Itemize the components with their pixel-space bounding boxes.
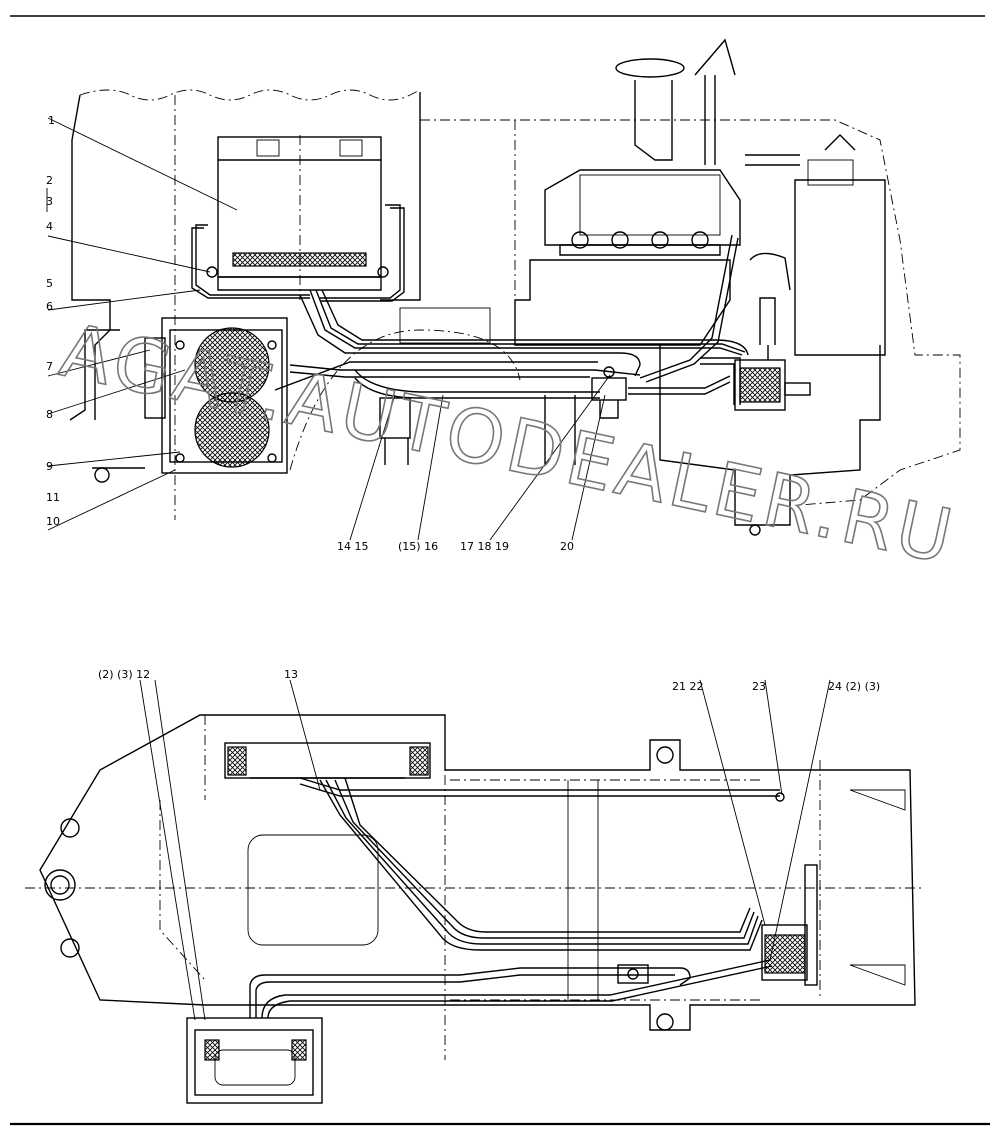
plan-view — [25, 679, 925, 1104]
callout-17-18-19: 17 18 19 — [460, 540, 509, 553]
callout-4: 4 — [46, 220, 53, 233]
hose-bundle-bottom — [249, 777, 780, 1019]
callout-2-3-12: (2) (3) 12 — [98, 668, 150, 681]
callout-21-22: 21 22 — [672, 680, 704, 693]
callout-2: 2 — [46, 174, 53, 187]
callout-7: 7 — [46, 360, 53, 373]
callout-13: 13 — [284, 668, 298, 681]
callout-24-2-3: 24 (2) (3) — [828, 680, 880, 693]
callout-11: 11 — [46, 491, 60, 504]
callout-23: 23 — [752, 680, 766, 693]
callout-10: 10 — [46, 515, 60, 528]
side-elevation-view — [46, 38, 961, 541]
hose-bundle-top — [274, 234, 749, 419]
callout-5: 5 — [46, 277, 53, 290]
callout-3: 3 — [46, 195, 53, 208]
callout-14-15: 14 15 — [337, 540, 369, 553]
callout-15-16: (15) 16 — [398, 540, 438, 553]
callout-20: 20 — [560, 540, 574, 553]
callout-8: 8 — [46, 408, 53, 421]
callout-6: 6 — [46, 300, 53, 313]
callout-1: 1 — [48, 114, 55, 127]
callouts-top: 1 2 3 4 5 6 7 8 9 11 10 14 15 (15) 16 17… — [46, 114, 574, 553]
callouts-bottom: (2) (3) 12 13 21 22 23 24 (2) (3) — [98, 668, 880, 693]
callout-9: 9 — [46, 460, 53, 473]
